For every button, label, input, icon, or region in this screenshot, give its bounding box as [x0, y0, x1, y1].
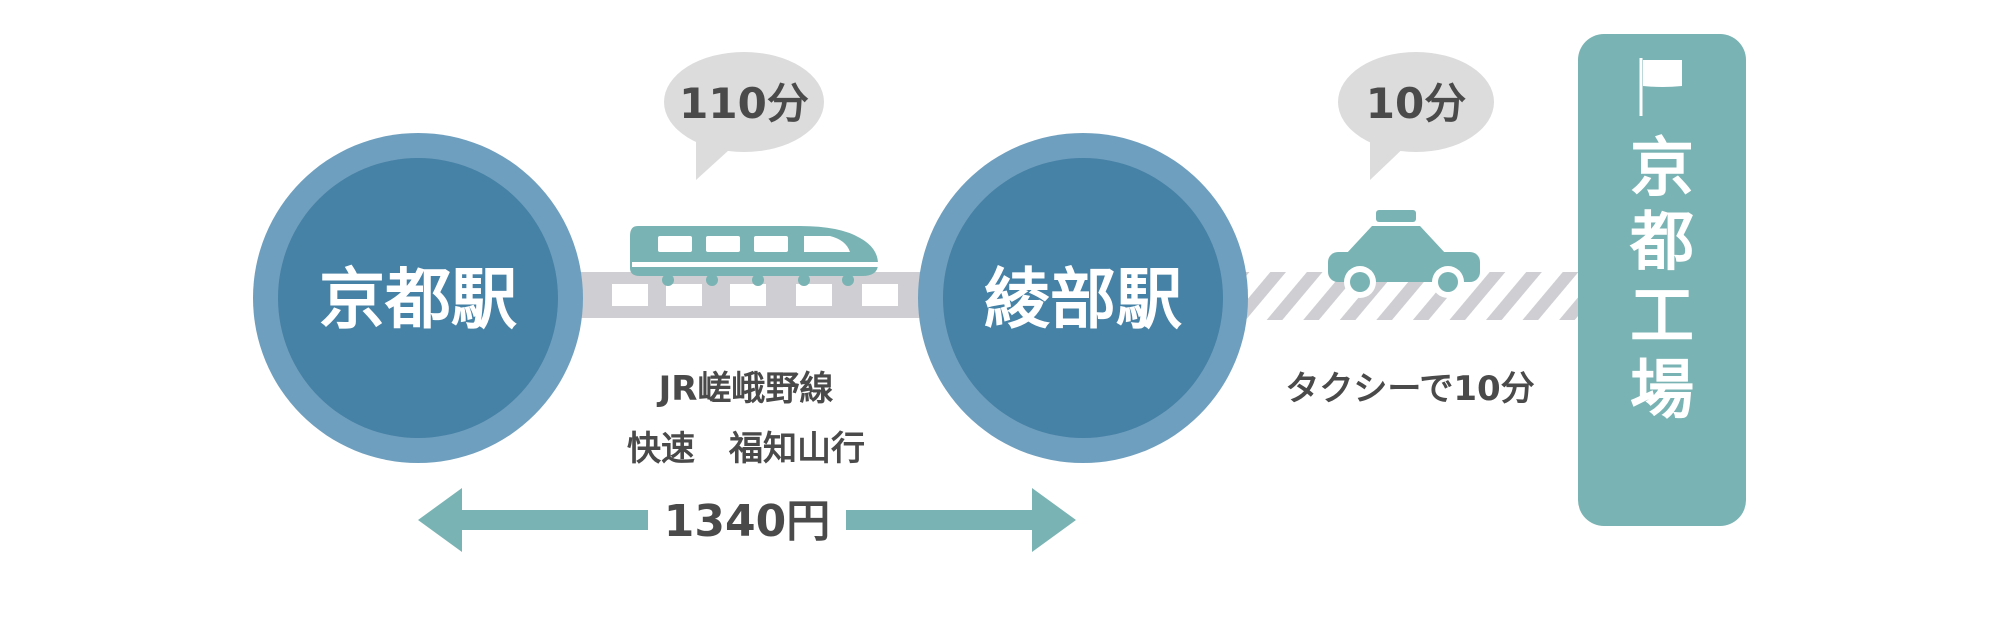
rail-track — [560, 272, 940, 318]
transfer-station-label: 綾部駅 — [984, 261, 1182, 338]
destination-char-4: 場 — [1630, 354, 1694, 428]
taxi-duration-bubble: 10分 — [1338, 52, 1494, 180]
destination-char-2: 都 — [1629, 206, 1694, 280]
taxi-icon — [1328, 210, 1480, 298]
origin-station-label: 京都駅 — [319, 261, 517, 338]
fare-label: 1340円 — [664, 496, 830, 547]
train-duration-bubble: 110分 — [664, 52, 824, 180]
train-service-label: 快速 福知山行 — [627, 429, 865, 469]
flag-icon — [1639, 58, 1682, 116]
destination-panel: 京 都 工 場 — [1578, 34, 1746, 526]
train-icon — [630, 226, 878, 286]
taxi-duration-label: 10分 — [1366, 79, 1466, 128]
taxi-description-label: タクシーで10分 — [1285, 369, 1534, 409]
train-duration-label: 110分 — [679, 79, 809, 128]
destination-char-1: 京 — [1630, 132, 1694, 206]
destination-char-3: 工 — [1630, 280, 1694, 354]
origin-station: 京都駅 — [253, 133, 583, 463]
train-line-label: JR嵯峨野線 — [657, 369, 834, 409]
fare-arrow: 1340円 — [418, 488, 1076, 552]
transfer-station: 綾部駅 — [918, 133, 1248, 463]
